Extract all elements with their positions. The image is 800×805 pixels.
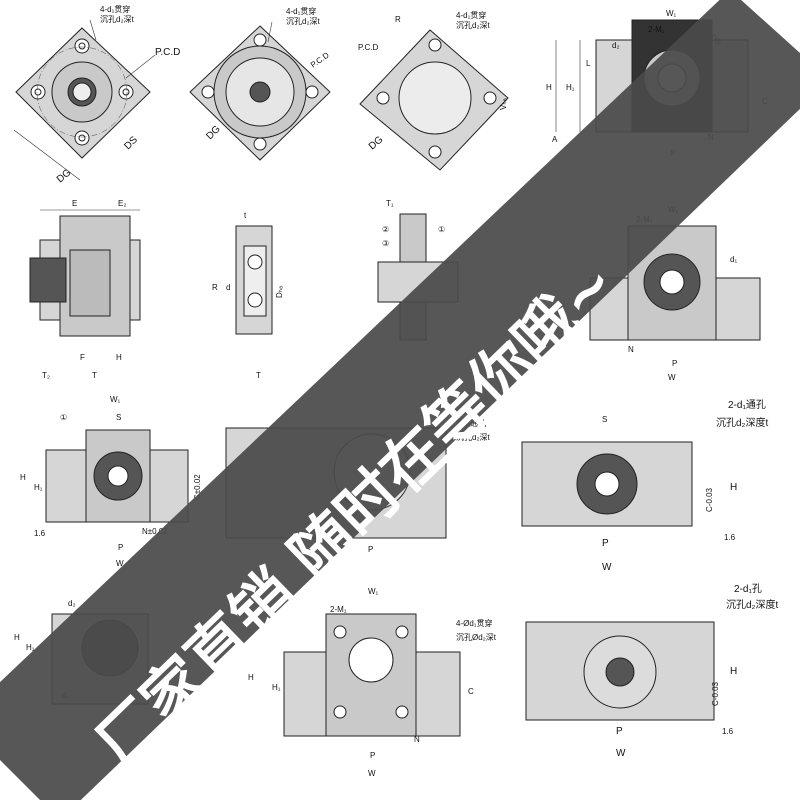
hole-2d1b-label: 2-d₁孔 xyxy=(734,583,762,595)
block-support-4: W₁ 2-M₁ 4-Ød₁贯穿 沉孔Ød₂深t H H₁ C N P W xyxy=(248,587,497,778)
d1-label-2: d₁ xyxy=(730,255,737,264)
bearing-section: t R d Dₕ₈ T xyxy=(212,211,284,380)
h-label-5: H xyxy=(116,353,122,362)
h-label-7: H xyxy=(730,482,737,493)
t-label: T xyxy=(92,371,97,380)
dh-label-6: Dₕ₈ xyxy=(275,286,284,298)
m1-label-7: 2-M₁ xyxy=(330,605,347,614)
h-label-10: H xyxy=(730,666,737,677)
p-label-10: P xyxy=(616,726,623,737)
s-label-5: S xyxy=(602,415,607,424)
p-label-4: P xyxy=(368,545,373,554)
h1-label: H₁ xyxy=(566,83,575,92)
hole-4d1b-label: 4-Ød₁贯穿 xyxy=(456,618,492,628)
c-tol2-label-10: C-0.03 xyxy=(711,681,720,706)
cbore-d2b-label: 沉孔Ød₂深t xyxy=(456,633,497,642)
block-front-3: S 2-d₁通孔 沉孔d₂深度t H C-0.03 P W 1.6 xyxy=(521,399,768,573)
t-label-6: t xyxy=(244,211,247,220)
h-label-8: H xyxy=(14,633,20,642)
block-front-5: 2-d₁孔 沉孔d₂深度t H C-0.03 P W 1.6 xyxy=(525,583,778,759)
e-label: E xyxy=(72,199,77,208)
dg-label: DG xyxy=(55,167,74,185)
s-label: S xyxy=(116,413,121,422)
e2-label: E₂ xyxy=(118,199,126,208)
h-label-9: H xyxy=(248,673,254,682)
n-tol-label: N±0.02 xyxy=(142,527,168,536)
flange-square-view: 4-d₁贯穿 沉孔d₂深t P.C.D DG DS xyxy=(13,4,180,185)
d2-label-6: d₂ xyxy=(68,599,76,608)
rough-label-10: 1.6 xyxy=(722,727,734,736)
circle-1-label-3: ① xyxy=(60,413,67,422)
r-label: R xyxy=(395,15,401,24)
ds-label: DS xyxy=(122,134,140,152)
hole-4d1-label-3: 4-d₁贯穿 xyxy=(456,10,486,20)
p-label-9: P xyxy=(370,751,375,760)
w-label-9: W xyxy=(368,769,376,778)
t1-label: T₁ xyxy=(386,199,394,208)
cbore-d2-label: 沉孔d₂深t xyxy=(100,15,135,24)
c-tol-label: C±0.02 xyxy=(193,474,202,500)
circle-3-label: ③ xyxy=(382,239,389,248)
w-label-10: W xyxy=(616,748,626,759)
l-label: L xyxy=(586,59,591,68)
pcd-label-2: P.C.D xyxy=(309,50,331,69)
cbore-depth-label-6: 沉孔d₂深度t xyxy=(726,598,778,611)
m1-label: 2-M₁ xyxy=(648,25,665,34)
d2-label: d₂ xyxy=(612,41,620,50)
cbore-depth-label-5: 沉孔d₂深度t xyxy=(716,416,768,429)
hole-4d1-label-2: 4-d₁贯穿 xyxy=(286,6,316,16)
rough-label-3: 1.6 xyxy=(34,529,46,538)
w-label-3: W xyxy=(116,559,124,568)
h-label-3: H xyxy=(20,473,26,482)
v-label: Vₕ₈ xyxy=(499,98,508,110)
w1-label: W₁ xyxy=(666,9,677,18)
hole-2d1-label-5: 2-d₁通孔 xyxy=(728,399,766,411)
r-label-6: R xyxy=(212,283,218,292)
w-label-5: W xyxy=(602,562,612,573)
hole-4d1-label: 4-d₁贯穿 xyxy=(100,4,130,14)
c-tol2-label: C-0.03 xyxy=(705,487,714,512)
cbore-d2-label-2: 沉孔d₂深t xyxy=(286,17,321,26)
n-label-9: N xyxy=(414,735,420,744)
dg-label-2: DG xyxy=(204,124,223,143)
t-cap-label-6: T xyxy=(256,371,261,380)
p-label-2: P xyxy=(672,359,677,368)
cbore-label-4: 沉孔d₂深t xyxy=(456,433,491,442)
block-front-1: W₁ S ① H H₁ N±0.02 P W 1.6 xyxy=(20,395,189,568)
w1-label-7: W₁ xyxy=(368,587,379,596)
a-label: A xyxy=(552,135,558,144)
h-label: H xyxy=(546,83,552,92)
f-label: F xyxy=(80,353,85,362)
t2-label: T₂ xyxy=(42,371,50,380)
circle-1-label: ① xyxy=(438,225,445,234)
p-label-5: P xyxy=(602,538,609,549)
w-label-2: W xyxy=(668,373,676,382)
pcd-label-3: P.C.D xyxy=(358,43,379,52)
circle-2-label: ② xyxy=(382,225,389,234)
flange-round-view: 4-d₁贯穿 沉孔d₂深t P.C.D DG xyxy=(189,6,331,161)
h1-label-8: H₁ xyxy=(26,643,35,652)
section-view-e: E E₂ F H T T₂ xyxy=(29,199,141,380)
cbore-d2-label-3: 沉孔d₂深t xyxy=(456,21,491,30)
w1-label-3: W₁ xyxy=(110,395,121,404)
h1-label-3: H₁ xyxy=(34,483,43,492)
p-label-3: P xyxy=(118,543,123,552)
c-label-9: C xyxy=(468,687,474,696)
h1-label-9: H₁ xyxy=(272,683,281,692)
pcd-label: P.C.D xyxy=(155,47,180,58)
d-label-6: d xyxy=(226,283,230,292)
rough-label-5: 1.6 xyxy=(724,533,736,542)
dg-label-3: DG xyxy=(367,134,386,152)
n-label-2: N xyxy=(628,345,634,354)
flange-v-view: R 4-d₁贯穿 沉孔d₂深t P.C.D Vₕ₈ DG xyxy=(358,10,509,171)
